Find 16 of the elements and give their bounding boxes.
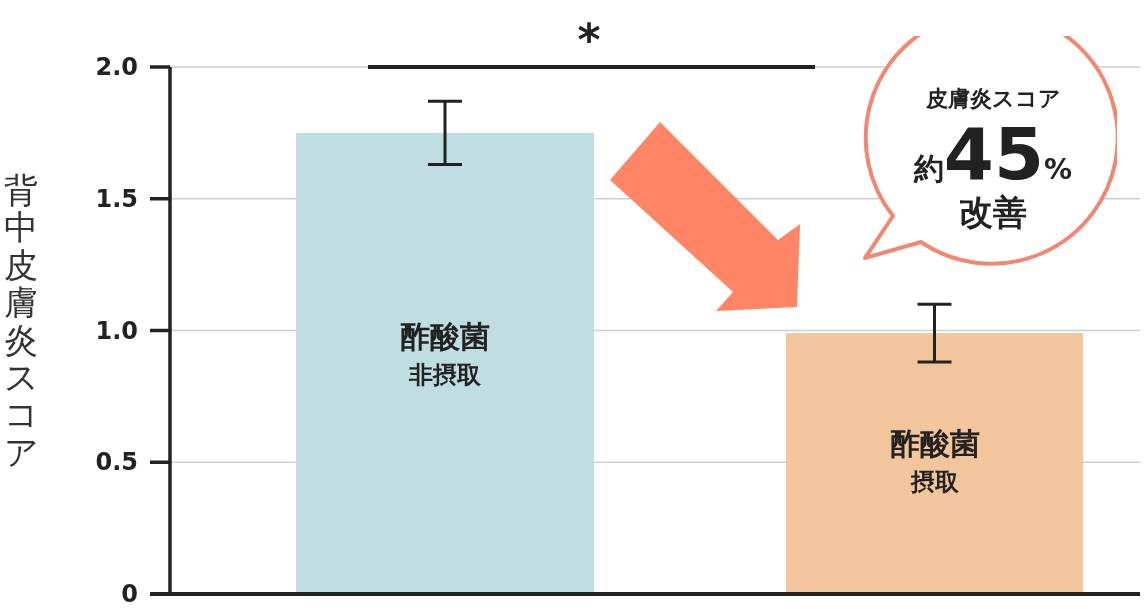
tick-label: 0 (120, 582, 138, 606)
significance-mark: * (577, 18, 601, 62)
bubble-prefix: 約 (913, 150, 944, 188)
axis-title: 背中皮膚炎スコア (4, 172, 38, 472)
tick-label: 0.5 (94, 450, 138, 475)
bubble-unit: % (1044, 152, 1073, 188)
bar-sublabel: 非摂取 (409, 359, 481, 390)
tick-label: 2.0 (94, 55, 138, 79)
bubble-percentage: 45 (943, 118, 1045, 190)
bar-label: 酢酸菌 (889, 425, 980, 463)
bubble-heading: 皮膚炎スコア (925, 88, 1061, 110)
bar-label: 酢酸菌 (400, 318, 490, 356)
bubble-text: 改善 (959, 195, 1027, 229)
tick-label: 1.5 (94, 186, 138, 211)
bar-sublabel: 摂取 (910, 466, 959, 497)
tick-label: 1.0 (94, 318, 138, 343)
